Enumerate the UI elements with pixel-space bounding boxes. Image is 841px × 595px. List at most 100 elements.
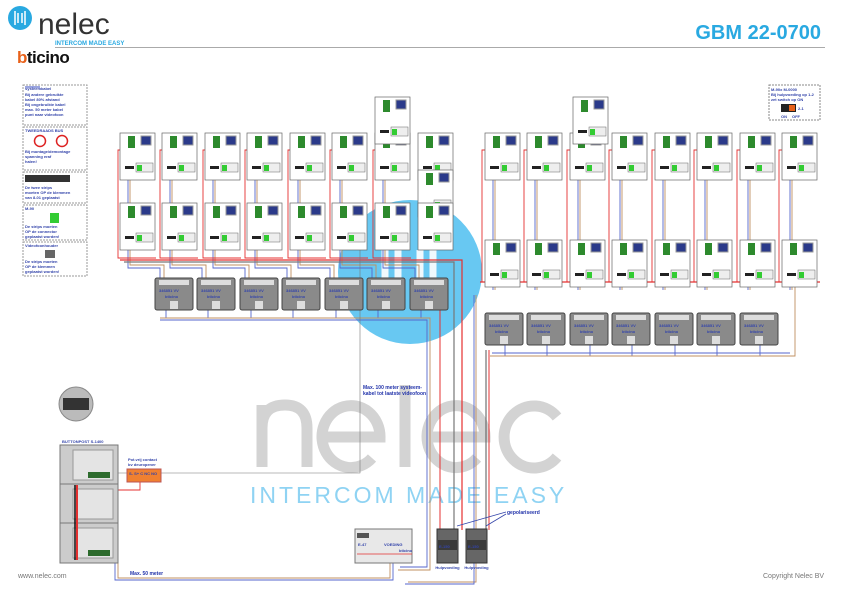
module-label: 346851 VV [329,288,349,293]
brand-name: nelec [38,8,110,41]
monitor-icon [310,205,322,216]
legend-line: spanning eraf [25,154,52,159]
module-brand: bticino [495,329,509,334]
terminal-block-icon [340,206,347,218]
svg-text:Bij hulpvoeding op 1-2: Bij hulpvoeding op 1-2 [771,92,815,97]
terminal-block-icon [298,136,305,148]
aux-model: E-150 [439,544,450,549]
videophone-unit [374,96,411,145]
aux-label: Hulpvoeding [464,565,489,570]
module-brand: bticino [165,294,179,299]
monitor-icon [352,205,364,216]
terminal-block-icon [620,136,627,148]
legend-line: De twee strips [25,185,53,190]
legend-heading: systeemkabel [25,86,51,91]
holder-icon [45,250,55,258]
module-label: 346851 VV [286,288,306,293]
monitor-icon [140,205,152,216]
watermark-tagline: INTERCOM MADE EASY [250,482,567,508]
bticino-logo: bticino [17,48,70,67]
svg-text:Pot.vrij contact: Pot.vrij contact [128,457,158,462]
terminal-block-icon [790,243,797,255]
videophone-unit [781,239,818,288]
videophone-unit [696,132,733,181]
videophone-unit [417,202,454,251]
terminal-block-icon [748,243,755,255]
videophone-unit [119,202,156,251]
terminal-block-icon [705,243,712,255]
terminal-block-icon [663,136,670,148]
videophone-unit [161,132,198,181]
terminal-block-icon [663,243,670,255]
module-label: 346851 VV [659,323,679,328]
nelec-logo-icon [8,6,32,30]
videophone-unit [696,239,733,288]
terminal-block-icon [170,206,177,218]
module-brand: bticino [707,329,721,334]
module-label: 346851 VV [244,288,264,293]
terminal-block-icon [493,243,500,255]
monitor-icon [395,205,407,216]
terminal-block-icon [213,136,220,148]
monitor-icon [310,135,322,146]
module-label: 346851 VV [744,323,764,328]
videophone-unit [331,202,368,251]
terminal-block-icon [426,136,433,148]
legend-heading: TWEEDRAADS BUS [25,128,64,133]
videophone-unit [654,132,691,181]
module-brand: bticino [420,294,434,299]
monitor-icon [547,242,559,253]
module-brand: bticino [665,329,679,334]
module-label: 346851 VV [489,323,509,328]
videophone-unit [484,132,521,181]
videophone-unit [289,132,326,181]
videophone-unit [484,239,521,288]
module-label: 346851 VV [201,288,221,293]
monitor-icon [438,172,450,183]
videophone-unit [119,132,156,181]
terminal-block-icon [298,206,305,218]
legend-line: Bij andere gebruikte [25,92,64,97]
module-brand: bticino [622,329,636,334]
aux-label: Hulpvoeding [435,565,460,570]
monitor-icon [267,205,279,216]
svg-text:zet switch op ON: zet switch op ON [771,97,803,102]
header-divider [55,47,825,48]
footer-website[interactable]: www.nelec.com [18,573,67,580]
monitor-icon [438,205,450,216]
terminal-block-icon [426,173,433,185]
svg-text:ON: ON [781,114,787,119]
module-brand: bticino [250,294,264,299]
monitor-icon [632,242,644,253]
legend-line: De strips moeten [25,259,58,264]
videophone-unit [246,202,283,251]
monitor-icon [675,242,687,253]
module-label: 346851 VV [701,323,721,328]
svg-text:bv deuropener: bv deuropener [128,462,156,467]
legend-line: De strips moeten [25,224,58,229]
connector-icon [50,213,59,223]
videophone-unit [204,132,241,181]
monitor-icon [225,205,237,216]
videophone-unit [739,239,776,288]
videophone-unit [204,202,241,251]
note-max-100-line2: kabel tot laatste videofoon [363,391,426,397]
legend-line: moeten OP de klemmen [25,190,71,195]
monitor-icon [717,242,729,253]
power-supply: E-47 VOEDING bticino [354,528,413,564]
module-brand: bticino [292,294,306,299]
note-max-50: Max. 50 meter [130,571,163,577]
legend-line: van 8-01 geplaatst [25,195,60,200]
note-polarized: gepolariseerd [507,510,540,516]
videophone-unit [374,202,411,251]
terminal-block-icon [255,136,262,148]
monitor-icon [590,242,602,253]
